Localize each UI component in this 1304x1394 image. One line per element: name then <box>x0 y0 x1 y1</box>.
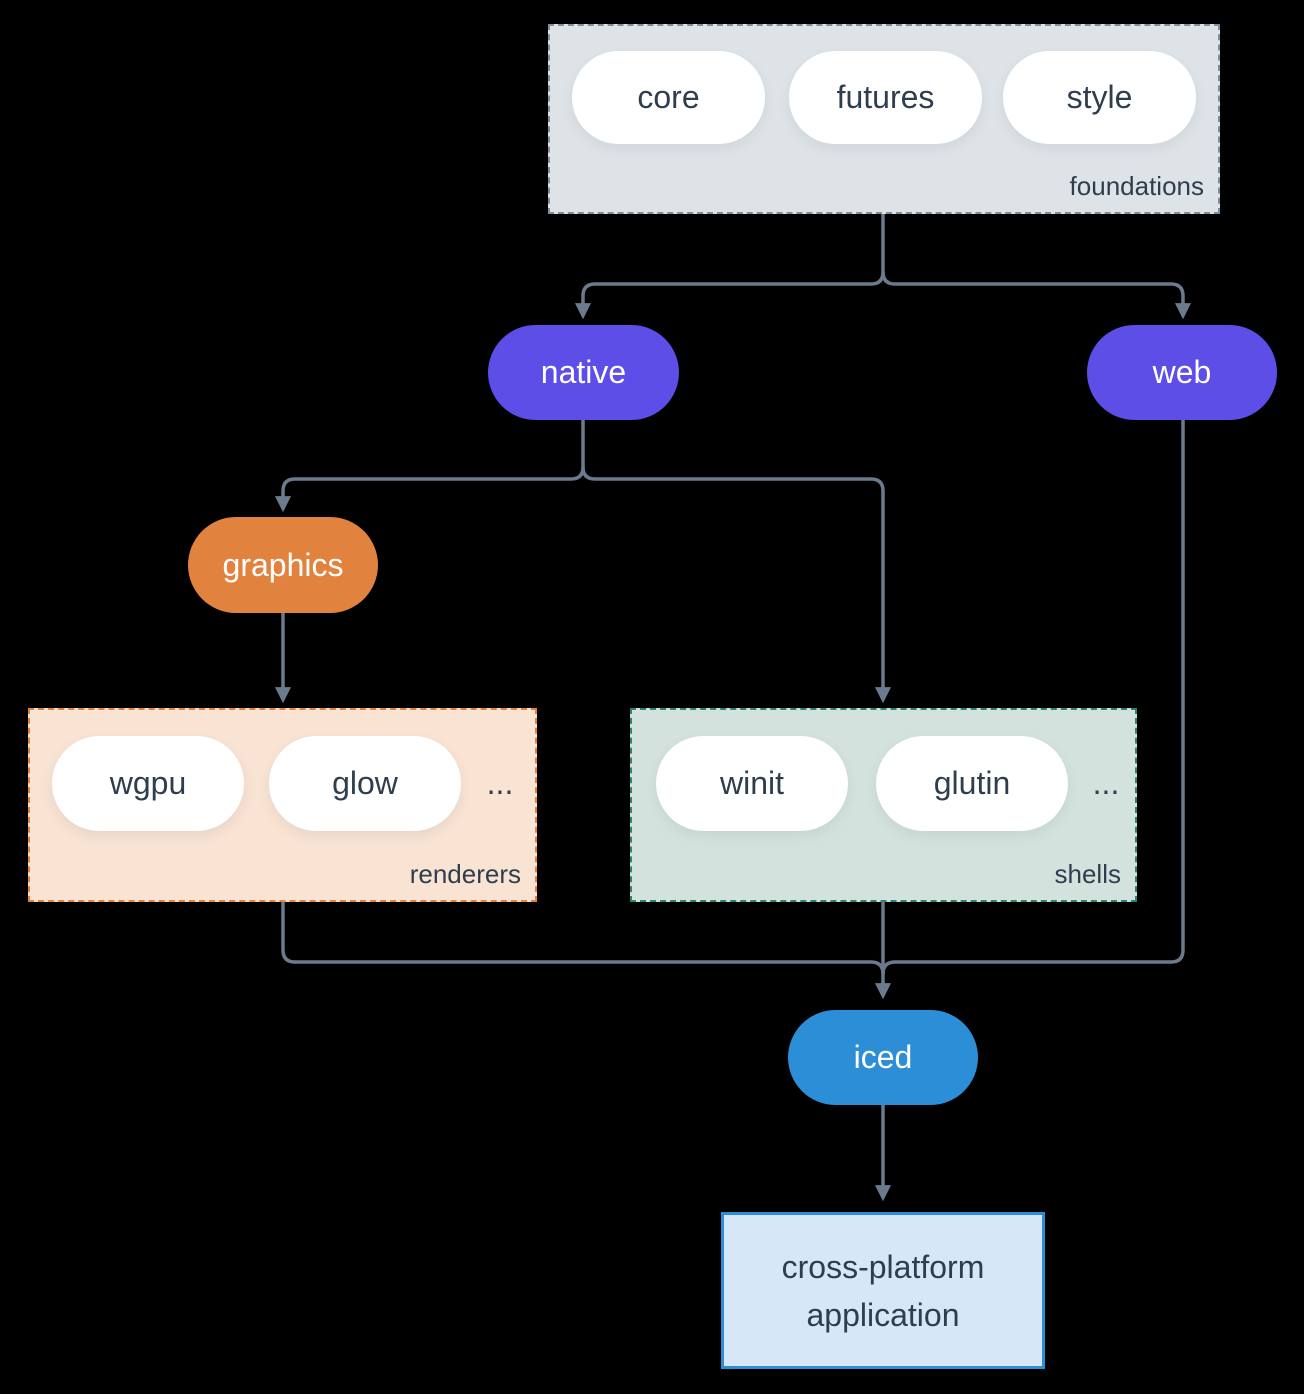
node-web: web <box>1087 325 1277 420</box>
renderers-ellipsis: ... <box>486 765 514 801</box>
application-box: cross-platform application <box>721 1212 1045 1369</box>
pill-futures: futures <box>789 51 982 144</box>
pill-glow: glow <box>269 736 461 831</box>
renderers-group: wgpu glow ... renderers <box>28 708 537 902</box>
foundations-label: foundations <box>1069 171 1204 201</box>
arrow-foundations-native <box>574 271 885 320</box>
foundations-group: core futures style foundations <box>548 24 1220 214</box>
pill-glutin: glutin <box>876 736 1068 831</box>
shells-ellipsis: ... <box>1092 765 1120 801</box>
node-graphics: graphics <box>188 517 378 613</box>
application-label-line2: application <box>806 1296 960 1333</box>
shells-group: winit glutin ... shells <box>630 708 1137 902</box>
arrow-native-shells <box>581 466 892 704</box>
shells-label: shells <box>1054 859 1121 889</box>
pill-winit: winit <box>656 736 848 831</box>
node-iced: iced <box>788 1010 978 1105</box>
pill-wgpu: wgpu <box>52 736 244 831</box>
application-label-line1: cross-platform <box>781 1248 985 1285</box>
arrow-renderers-merge <box>281 902 885 975</box>
pill-core: core <box>572 51 765 144</box>
arrow-native-graphics <box>274 466 585 513</box>
arrow-foundations-web <box>881 271 1192 320</box>
node-native: native <box>488 325 679 420</box>
pill-style: style <box>1003 51 1196 144</box>
renderers-label: renderers <box>409 859 521 889</box>
